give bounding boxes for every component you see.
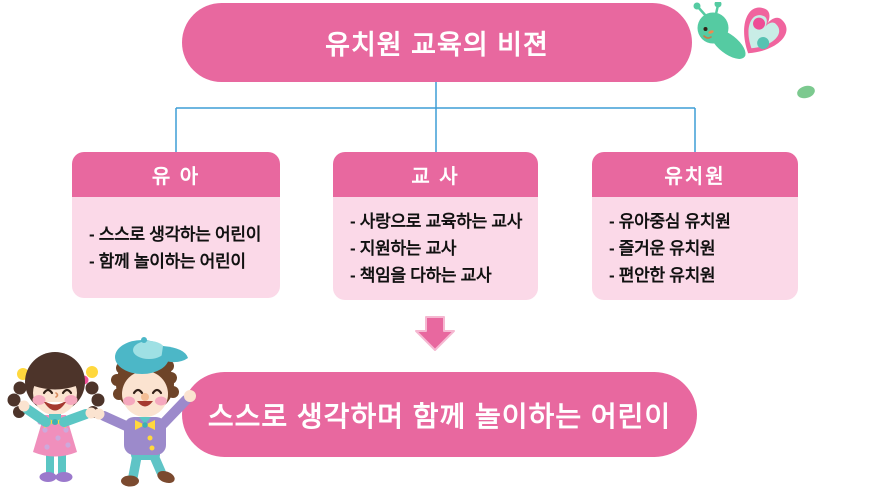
butterfly-body-icon [693,2,746,59]
list-item: - 책임을 다하는 교사 [350,266,492,285]
column-card-teacher: 교 사 - 사랑으로 교육하는 교사 - 지원하는 교사 - 책임을 다하는 교… [333,152,538,300]
girl-illustration [7,352,105,482]
list-item: - 함께 놀이하는 어린이 [89,251,246,271]
goal-text: 스스로 생각하며 함께 놀이하는 어린이 [207,400,672,432]
vision-title-text: 유치원 교육의 비젼 [325,30,549,60]
column-body-child: - 스스로 생각하는 어린이 - 함께 놀이하는 어린이 [72,197,280,298]
column-body-teacher: - 사랑으로 교육하는 교사 - 지원하는 교사 - 책임을 다하는 교사 [333,197,538,300]
column-card-child: 유 아 - 스스로 생각하는 어린이 - 함께 놀이하는 어린이 [72,152,280,298]
leaf-dot [797,85,815,99]
list-item: - 편안한 유치원 [609,266,716,285]
butterfly-illustration [693,2,815,99]
list-item: - 유아중심 유치원 [609,212,731,231]
down-arrow-icon [415,316,455,351]
list-item: - 사랑으로 교육하는 교사 [350,212,523,231]
butterfly-wings-icon [744,7,787,54]
vision-title-banner: 유치원 교육의 비젼 [182,3,692,82]
list-item: - 지원하는 교사 [350,239,457,258]
list-item: - 즐거운 유치원 [609,239,716,258]
list-item: - 스스로 생각하는 어린이 [89,224,262,244]
column-header-child: 유 아 [72,152,280,197]
goal-banner: 스스로 생각하며 함께 놀이하는 어린이 [182,372,697,457]
column-header-kindergarten: 유치원 [592,152,798,197]
column-header-teacher: 교 사 [333,152,538,197]
boy-illustration [93,337,196,487]
column-body-kindergarten: - 유아중심 유치원 - 즐거운 유치원 - 편안한 유치원 [592,197,798,300]
column-card-kindergarten: 유치원 - 유아중심 유치원 - 즐거운 유치원 - 편안한 유치원 [592,152,798,300]
